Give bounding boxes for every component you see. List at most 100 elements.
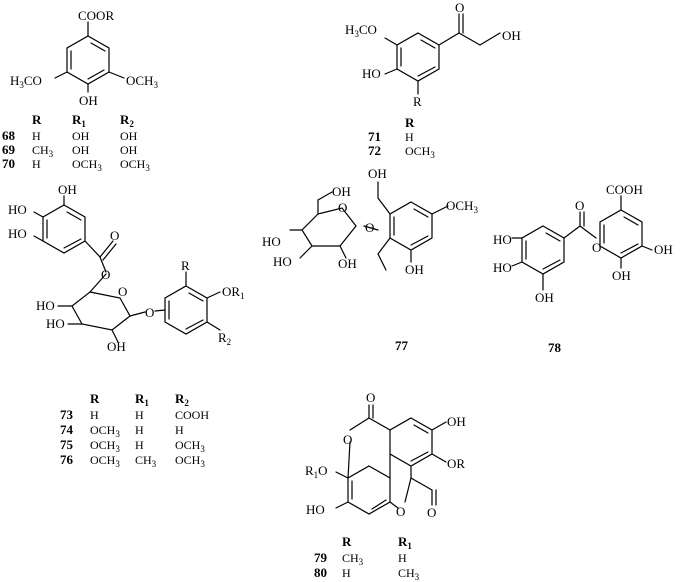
structure-77: OH OCH3 OH HO HO OH O O OH 77 (262, 166, 478, 353)
table-cell: H (32, 157, 41, 171)
bonds-71-72 (384, 13, 501, 95)
atom-ho: HO (493, 260, 512, 275)
table-header-r1: R1 (398, 534, 412, 551)
table-cell: H (32, 129, 41, 143)
table-cell: CH3 (398, 566, 420, 582)
compound-number: 72 (368, 143, 381, 158)
atom-oh: OH (502, 28, 521, 43)
structure-73-76: OH HO HO O O HO HO OH O O R OR1 R2 R R1 … (8, 182, 245, 469)
table-cell: OCH3 (90, 453, 120, 469)
table-header-r2: R2 (175, 391, 189, 408)
structure-71-72: O H3CO OH HO R R 71 H 72 OCH3 (345, 0, 521, 160)
atom-oh: OH (654, 242, 673, 257)
table-cell: CH3 (32, 143, 54, 159)
table-cell: OCH3 (72, 157, 102, 173)
atom-ho: HO (362, 66, 381, 81)
table-cell: COOH (175, 408, 209, 422)
compound-number: 79 (314, 550, 328, 565)
atom-ho: HO (273, 254, 292, 269)
atom-coor: COOR (78, 8, 114, 23)
atom-oh: OH (612, 268, 631, 283)
table-cell: OCH3 (90, 438, 120, 454)
compound-number: 80 (314, 565, 327, 580)
table-cell: OH (120, 143, 138, 157)
table-cell: CH3 (342, 551, 364, 567)
atom-ho: HO (306, 502, 325, 517)
atom-o: O (455, 0, 464, 15)
atom-ho: HO (36, 298, 55, 313)
table-cell: OCH3 (405, 144, 435, 160)
substituent-table-71-72: R 71 H 72 OCH3 (368, 115, 435, 160)
table-cell: H (342, 566, 351, 580)
table-cell: OCH3 (90, 423, 120, 439)
compound-number: 78 (548, 340, 562, 355)
bonds-68-70 (54, 21, 125, 93)
table-header-r: R (90, 391, 100, 406)
table-cell: OH (120, 129, 138, 143)
substituent-table-68-70: R R1 R2 68 H OH OH 69 CH3 OH OH 70 H OCH… (2, 112, 150, 173)
table-cell: OCH3 (175, 453, 205, 469)
table-cell: H (135, 423, 144, 437)
table-cell: H (398, 551, 407, 565)
table-cell: H (175, 423, 184, 437)
table-header-r: R (342, 534, 352, 549)
atom-or: OR (447, 456, 465, 471)
atom-o-carbonyl: O (575, 198, 584, 213)
atom-o-link: O (145, 305, 154, 320)
table-cell: CH3 (135, 453, 157, 469)
table-cell: H (90, 408, 99, 422)
compound-number: 73 (60, 407, 74, 422)
atom-ho: HO (46, 316, 65, 331)
compound-number: 76 (60, 452, 74, 467)
atom-oh: OH (535, 290, 554, 305)
table-header-r2: R2 (120, 112, 134, 129)
atom-ho: HO (8, 226, 27, 241)
atom-och3: OCH3 (126, 73, 158, 90)
atom-r2: R2 (218, 330, 231, 347)
substituent-table-79-80: R R1 79 CH3 H 80 H CH3 (314, 534, 420, 582)
atom-ho: HO (262, 234, 281, 249)
bonds-73-76 (33, 195, 221, 343)
table-header-r1: R1 (135, 391, 149, 408)
atom-r1o: R1O (305, 463, 328, 480)
atom-ho: HO (493, 232, 512, 247)
table-cell: OH (72, 143, 90, 157)
substituent-table-73-76: R R1 R2 73 H H COOH 74 OCH3 H H 75 OCH3 … (60, 391, 209, 469)
atom-r: R (413, 94, 422, 109)
atom-o-ester: O (592, 240, 601, 255)
table-cell: H (135, 438, 144, 452)
table-cell: H (405, 130, 414, 144)
atom-o-ring: O (118, 284, 127, 299)
table-header-r: R (405, 115, 415, 130)
table-cell: OCH3 (120, 157, 150, 173)
structure-79-80: O OH O OR R1O HO O O R R1 79 CH3 H 80 H … (305, 390, 466, 582)
atom-oh: OH (447, 414, 466, 429)
atom-oh: OH (368, 166, 387, 181)
atom-o-link: O (365, 220, 374, 235)
bonds-79-80 (335, 404, 447, 515)
table-header-r: R (32, 112, 42, 127)
bonds-78 (511, 195, 653, 291)
atom-ho: HO (8, 202, 27, 217)
atom-cooh: COOH (606, 182, 643, 197)
atom-oh: OH (405, 262, 424, 277)
bonds-77 (289, 181, 449, 271)
compound-number: 68 (2, 128, 16, 143)
compound-number: 77 (395, 338, 409, 353)
atom-h3co: H3CO (10, 73, 42, 90)
atom-oh: OH (332, 184, 351, 199)
atom-o-ester: O (101, 267, 110, 282)
atom-r: R (181, 258, 190, 273)
structure-68-70: COOR H3CO OCH3 OH R R1 R2 68 H OH OH 69 … (2, 8, 158, 173)
compound-number: 74 (60, 422, 74, 437)
atom-o-ring: O (343, 432, 352, 447)
compound-number: 70 (2, 156, 15, 171)
atom-o: O (366, 390, 375, 405)
atom-o-carbonyl: O (110, 228, 119, 243)
atom-oh: OH (338, 256, 357, 271)
compound-number: 71 (368, 129, 381, 144)
atom-h3co: H3CO (345, 22, 377, 39)
table-cell: H (135, 408, 144, 422)
structure-78: COOH O O HO HO OH OH OH 78 (493, 182, 673, 355)
